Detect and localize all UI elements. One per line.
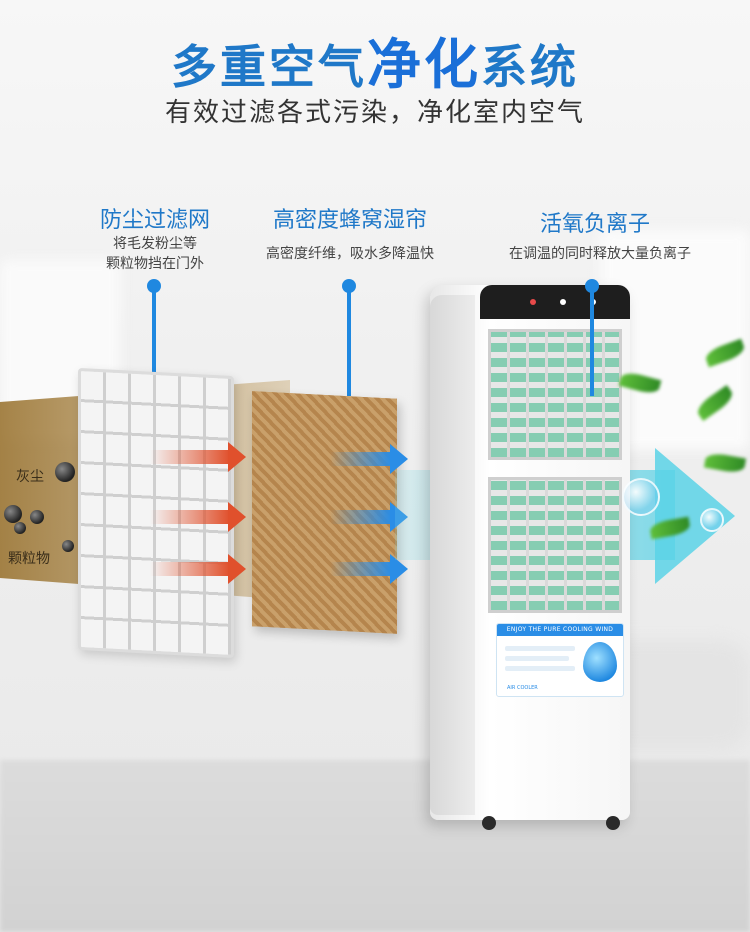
feature-negative-ion-title: 活氧负离子 — [539, 212, 650, 237]
air-cooler-side — [430, 295, 475, 815]
product-sticker-footer: AIR COOLER — [507, 685, 538, 691]
sticker-line — [505, 646, 575, 651]
water-drop-icon — [583, 642, 617, 682]
dirty-air-arrow — [150, 442, 246, 472]
title-part-2: 系统 — [481, 40, 579, 94]
indicator-light — [560, 299, 566, 305]
title-highlight: 净化 — [367, 33, 481, 96]
control-panel — [480, 285, 630, 319]
caster-wheel — [606, 816, 620, 830]
feature-dust-filter-desc-line-1: 将毛发粉尘等 — [113, 236, 197, 252]
feature-dust-filter-desc-line-2: 颗粒物挡在门外 — [106, 256, 204, 272]
product-sticker: ENJOY THE PURE COOLING WIND AIR COOLER — [496, 623, 624, 697]
feature-dust-filter-desc: 将毛发粉尘等 颗粒物挡在门外 — [60, 234, 250, 274]
feature-negative-ion-pointer — [585, 279, 599, 396]
sticker-line — [505, 666, 575, 671]
cool-air-arrow — [330, 554, 408, 584]
page-title: 多重空气净化系统 — [0, 20, 750, 99]
dust-particle — [4, 505, 22, 523]
feature-negative-ion-desc: 在调温的同时释放大量负离子 — [509, 246, 691, 262]
dust-particle — [14, 522, 26, 534]
upper-air-grille — [488, 329, 622, 460]
caster-wheel — [482, 816, 496, 830]
indicator-light — [530, 299, 536, 305]
dust-particle — [30, 510, 44, 524]
dust-label: 灰尘 — [16, 469, 44, 485]
background-floor — [0, 760, 750, 932]
cool-air-arrow — [330, 444, 408, 474]
product-sticker-header: ENJOY THE PURE COOLING WIND — [497, 624, 623, 636]
feature-dust-filter-title: 防尘过滤网 — [99, 208, 210, 233]
title-part-1: 多重空气 — [171, 40, 367, 94]
feature-honeycomb-pad-title: 高密度蜂窝湿帘 — [272, 208, 427, 233]
particles-label: 颗粒物 — [8, 551, 50, 567]
air-cooler: ENJOY THE PURE COOLING WIND AIR COOLER — [430, 285, 630, 830]
dust-particle — [62, 540, 74, 552]
sticker-line — [505, 656, 569, 661]
negative-ion-bubble — [700, 508, 724, 532]
lower-air-grille — [488, 477, 622, 613]
feature-dust-filter-pointer — [147, 279, 161, 396]
negative-ion-bubble — [622, 478, 660, 516]
cool-air-arrow — [330, 502, 408, 532]
dirty-air-arrow — [150, 502, 246, 532]
dust-particle — [55, 462, 75, 482]
feature-honeycomb-pad-pointer — [342, 279, 356, 396]
dirty-air-arrow — [150, 554, 246, 584]
feature-honeycomb-pad-desc: 高密度纤维，吸水多降温快 — [266, 246, 434, 262]
page-subtitle: 有效过滤各式污染，净化室内空气 — [164, 98, 585, 128]
